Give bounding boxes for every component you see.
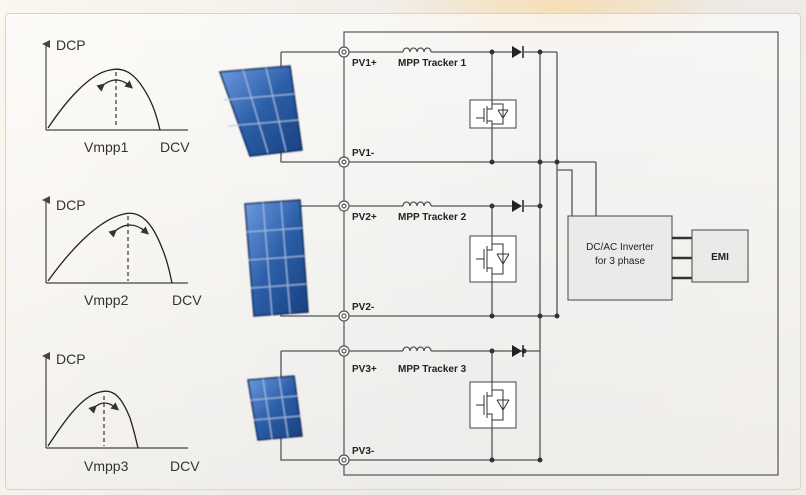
inductor-2-icon <box>402 201 432 207</box>
switch-module-3-icon <box>469 381 517 429</box>
solar-panel-1-icon <box>218 65 303 157</box>
inverter-label-line1: DC/AC Inverter <box>586 242 654 253</box>
switch-module-2-icon <box>469 235 517 283</box>
curve-1-x-label: DCV <box>160 139 190 155</box>
curve-2-peak-label: Vmpp2 <box>84 292 129 308</box>
curve-2-y-label: DCP <box>56 197 86 213</box>
inverter-enclosure <box>343 31 779 476</box>
inductor-1-icon <box>402 47 432 53</box>
curve-3-peak-label: Vmpp3 <box>84 458 129 474</box>
solar-panel-2-icon <box>244 199 309 317</box>
diode-2-icon <box>512 200 524 212</box>
emi-label: EMI <box>711 252 729 263</box>
diode-1-icon <box>512 46 524 58</box>
three-phase-lines <box>672 236 692 280</box>
pv-curve-1: DCP Vmpp1 DCV <box>42 37 190 155</box>
pv1-pos-label: PV1+ <box>352 58 377 69</box>
pv2-pos-label: PV2+ <box>352 212 377 223</box>
emi-box <box>691 229 749 283</box>
pv2-neg-label: PV2- <box>352 302 374 313</box>
terminals <box>338 46 350 466</box>
tracker-3-label: MPP Tracker 3 <box>398 364 467 375</box>
inductor-3-icon <box>402 346 432 352</box>
tracker-1-label: MPP Tracker 1 <box>398 58 467 69</box>
curve-2-x-label: DCV <box>172 292 202 308</box>
diode-3-icon <box>512 345 524 357</box>
pv3-pos-label: PV3+ <box>352 364 377 375</box>
inverter-label-line2: for 3 phase <box>595 256 645 267</box>
solar-panel-3-icon <box>247 375 303 441</box>
tracker-2-label: MPP Tracker 2 <box>398 212 467 223</box>
curve-3-y-label: DCP <box>56 351 86 367</box>
pv1-neg-label: PV1- <box>352 148 374 159</box>
pv-curve-3: DCP Vmpp3 DCV <box>42 351 200 474</box>
pv-curve-2: DCP Vmpp2 DCV <box>42 196 202 308</box>
curve-1-peak-label: Vmpp1 <box>84 139 129 155</box>
curve-3-x-label: DCV <box>170 458 200 474</box>
pv3-neg-label: PV3- <box>352 446 374 457</box>
switch-module-1-icon <box>469 99 517 129</box>
curve-1-y-label: DCP <box>56 37 86 53</box>
